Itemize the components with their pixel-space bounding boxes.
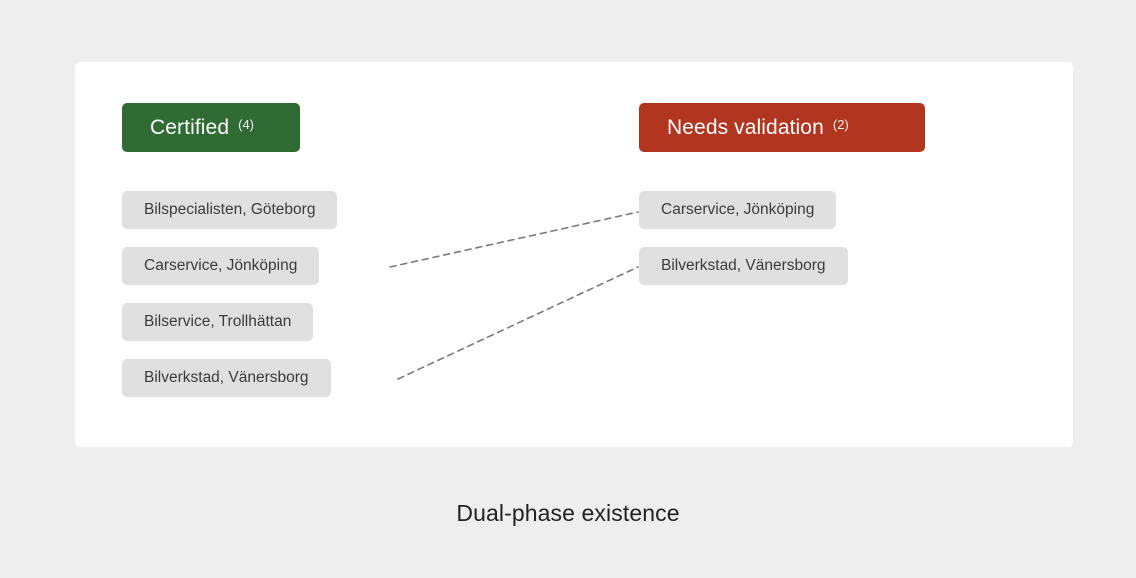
list-item[interactable]: Bilspecialisten, Göteborg	[122, 191, 338, 229]
diagram-card: Certified (4) Bilspecialisten, Göteborg …	[75, 62, 1073, 447]
item-list-certified: Bilspecialisten, Göteborg Carservice, Jö…	[122, 191, 338, 397]
list-item[interactable]: Bilverkstad, Vänersborg	[639, 247, 848, 285]
connector-line-bilverkstad	[397, 266, 639, 380]
column-needs-validation: Needs validation (2) Carservice, Jönköpi…	[639, 103, 925, 285]
list-item[interactable]: Bilservice, Trollhättan	[122, 303, 314, 341]
item-list-needs-validation: Carservice, Jönköping Bilverkstad, Väner…	[639, 191, 925, 285]
diagram-caption: Dual-phase existence	[456, 500, 680, 526]
column-header-needs-validation[interactable]: Needs validation (2)	[639, 103, 925, 152]
column-count-certified: (4)	[238, 117, 254, 132]
column-header-certified[interactable]: Certified (4)	[122, 103, 300, 152]
column-certified: Certified (4) Bilspecialisten, Göteborg …	[122, 103, 338, 397]
list-item[interactable]: Carservice, Jönköping	[639, 191, 837, 229]
list-item[interactable]: Carservice, Jönköping	[122, 247, 320, 285]
connector-line-carservice	[389, 211, 639, 268]
list-item[interactable]: Bilverkstad, Vänersborg	[122, 359, 331, 397]
column-count-needs-validation: (2)	[832, 117, 849, 132]
column-title-needs-validation: Needs validation	[667, 116, 824, 139]
column-title-certified: Certified	[150, 116, 230, 139]
